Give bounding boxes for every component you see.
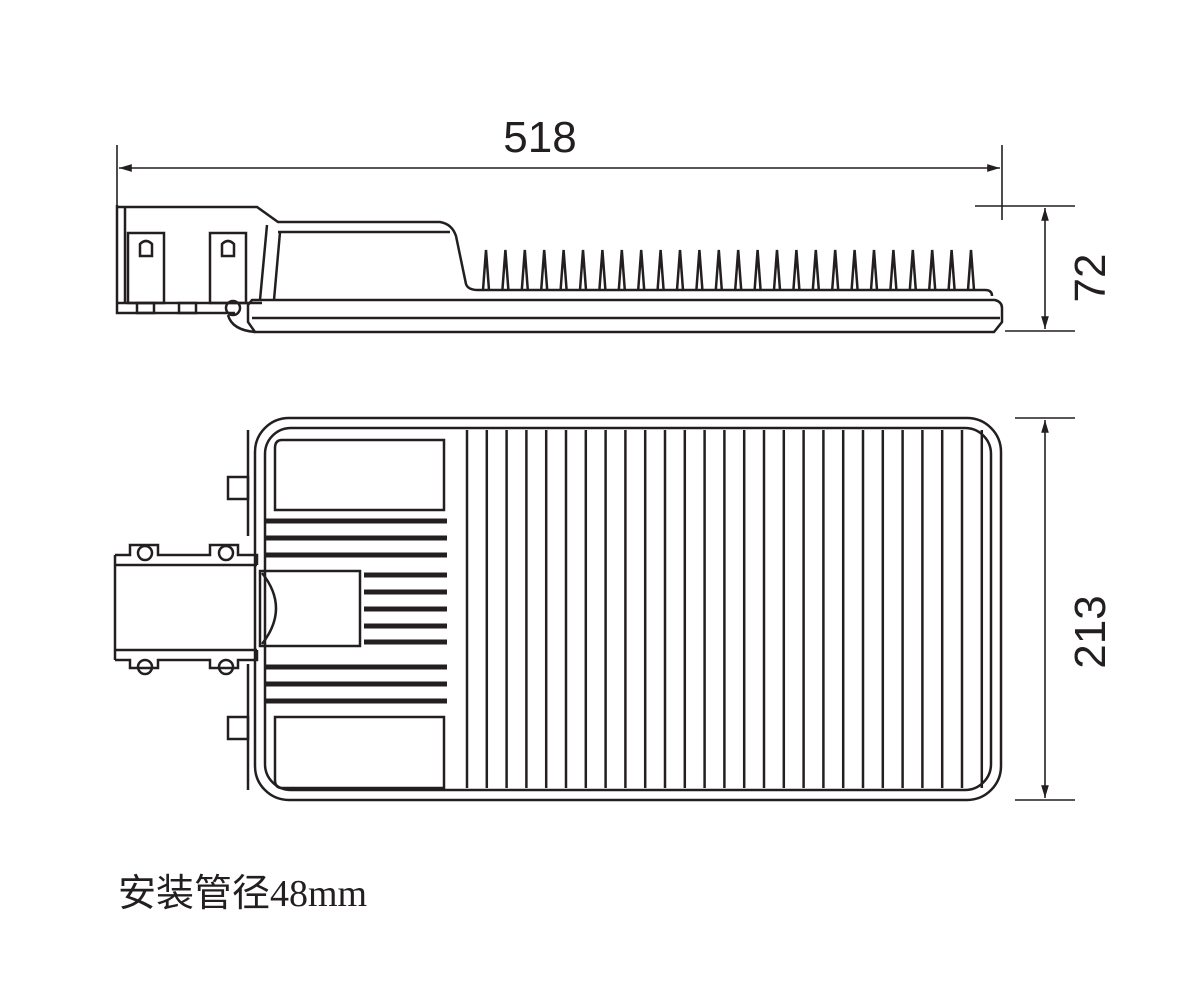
- heat-sink-fin: [617, 249, 627, 291]
- heat-sink-fin: [578, 249, 588, 291]
- heat-sink-fin: [753, 249, 762, 291]
- heat-sink-fin: [636, 249, 646, 291]
- heat-sink-fin: [695, 249, 704, 291]
- top-view: [113, 416, 1003, 802]
- heat-sink-fin: [520, 249, 530, 291]
- heat-sink-fin: [539, 249, 549, 291]
- height-dimension: 72: [975, 205, 1115, 332]
- heat-sink-fin: [927, 249, 937, 291]
- heat-sink-fin: [501, 249, 510, 291]
- heat-sink-fin: [598, 249, 607, 291]
- length-label: 518: [503, 113, 576, 162]
- heat-sink-fin: [869, 249, 879, 291]
- heat-sink-fin: [947, 249, 956, 291]
- heat-sink-fin: [733, 249, 743, 291]
- heat-sink-fin: [889, 249, 898, 291]
- width-dimension: 213: [1015, 417, 1115, 801]
- heat-sink-fin: [675, 249, 685, 291]
- heat-sink-fin: [772, 249, 782, 291]
- heat-sink-fin: [714, 249, 724, 291]
- side-view: [115, 205, 1004, 334]
- height-label: 72: [1066, 254, 1115, 303]
- heat-sink-fin: [830, 249, 840, 291]
- heat-sink-fin: [850, 249, 859, 291]
- heat-sink-fin: [792, 249, 801, 291]
- heat-sink-fin: [908, 249, 918, 291]
- heat-sink-fin: [811, 249, 821, 291]
- heat-sink-fin: [966, 249, 976, 291]
- heat-sink-fin: [656, 249, 665, 291]
- length-dimension: 518: [116, 113, 1003, 220]
- width-label: 213: [1066, 595, 1115, 668]
- installation-note: 安装管径48mm: [118, 873, 368, 915]
- heat-sink-fin: [481, 249, 491, 291]
- heat-sink-fin: [559, 249, 568, 291]
